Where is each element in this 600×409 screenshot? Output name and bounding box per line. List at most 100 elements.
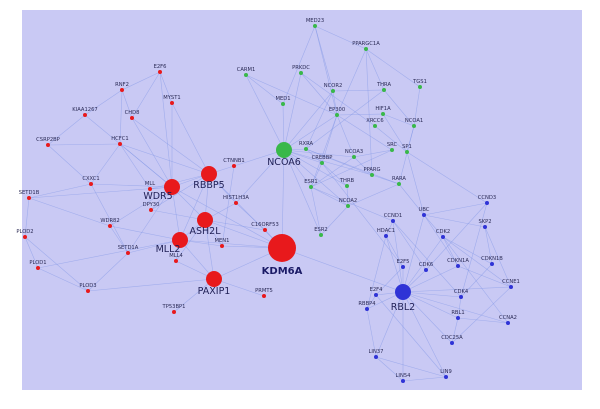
node-ncor2[interactable]: NCOR2 <box>324 83 343 93</box>
node-hdac1-circle[interactable] <box>384 234 388 238</box>
node-tgs1-circle[interactable] <box>418 85 422 89</box>
node-rara[interactable]: RARA <box>392 176 406 186</box>
node-e2f5[interactable]: E2F5 <box>397 259 410 269</box>
node-ncor2-circle[interactable] <box>331 89 335 93</box>
node-c16orf53[interactable]: C16ORF53 <box>251 222 279 232</box>
node-skp2-circle[interactable] <box>483 225 487 229</box>
node-plod3[interactable]: PLOD3 <box>79 283 97 293</box>
node-ccne1[interactable]: CCNE1 <box>502 279 520 289</box>
node-lin9-circle[interactable] <box>444 375 448 379</box>
node-ccnd1-circle[interactable] <box>391 219 395 223</box>
node-setd1a[interactable]: SETD1A <box>118 245 139 255</box>
node-setd1b-circle[interactable] <box>27 196 31 200</box>
node-kiaa1267[interactable]: KIAA1267 <box>72 107 98 117</box>
node-ncoa2-circle[interactable] <box>346 204 350 208</box>
node-esr2-circle[interactable] <box>319 233 323 237</box>
node-rbbp4[interactable]: RBBP4 <box>358 301 376 311</box>
node-rbl2[interactable]: RBL2 <box>391 284 415 313</box>
node-ctnnb1[interactable]: CTNNB1 <box>223 158 245 168</box>
node-ep300[interactable]: EP300 <box>329 107 345 117</box>
node-tgs1[interactable]: TGS1 <box>412 79 427 89</box>
node-ncoa3[interactable]: NCOA3 <box>345 149 363 159</box>
node-ncoa1-circle[interactable] <box>412 124 416 128</box>
node-ccnd3[interactable]: CCND3 <box>478 195 496 205</box>
node-rbbp5-circle[interactable] <box>201 166 217 182</box>
node-thra-circle[interactable] <box>382 88 386 92</box>
node-src-circle[interactable] <box>390 148 394 152</box>
node-plod3-circle[interactable] <box>86 289 90 293</box>
node-carm1[interactable]: CARM1 <box>237 67 256 77</box>
node-thrb-circle[interactable] <box>345 184 349 188</box>
node-kiaa1267-circle[interactable] <box>83 113 87 117</box>
node-lin54-circle[interactable] <box>401 379 405 383</box>
node-plod2[interactable]: PLOD2 <box>16 229 34 239</box>
node-cdk4[interactable]: CDK4 <box>454 289 469 299</box>
node-ash2l[interactable]: ASH2L <box>189 212 221 237</box>
node-cdkn1a[interactable]: CDKN1A <box>447 258 469 268</box>
node-prkdc[interactable]: PRKDC <box>292 65 310 75</box>
node-lin37-circle[interactable] <box>374 355 378 359</box>
node-mll-circle[interactable] <box>148 187 152 191</box>
node-med23[interactable]: MED23 <box>306 18 324 28</box>
node-ncoa6[interactable]: NCOA6 <box>267 142 301 168</box>
node-chd8-circle[interactable] <box>130 116 134 120</box>
node-rbl2-circle[interactable] <box>395 284 411 300</box>
node-crebbp-circle[interactable] <box>320 161 324 165</box>
node-cdk2[interactable]: CDK2 <box>436 229 450 239</box>
node-mll[interactable]: MLL <box>145 181 155 191</box>
node-xrcc6-circle[interactable] <box>373 124 377 128</box>
node-setd1a-circle[interactable] <box>126 251 130 255</box>
node-sp1[interactable]: SP1 <box>402 144 412 154</box>
node-prmt5-circle[interactable] <box>262 294 266 298</box>
node-e2f6[interactable]: E2F6 <box>154 64 167 74</box>
node-rbbp4-circle[interactable] <box>365 307 369 311</box>
node-prkdc-circle[interactable] <box>299 71 303 75</box>
node-ubc-circle[interactable] <box>422 213 426 217</box>
node-pparg[interactable]: PPARG <box>363 167 381 177</box>
node-rnf2[interactable]: RNF2 <box>115 82 129 92</box>
node-pparg-circle[interactable] <box>370 173 374 177</box>
node-mll4[interactable]: MLL4 <box>169 253 183 263</box>
node-hcfc1[interactable]: HCFC1 <box>111 136 129 146</box>
node-ncoa6-circle[interactable] <box>276 142 292 158</box>
node-hcfc1-circle[interactable] <box>118 142 122 146</box>
node-ppargc1a[interactable]: PPARGC1A <box>352 41 380 51</box>
node-ncoa1[interactable]: NCOA1 <box>405 118 423 128</box>
node-paxip1[interactable]: PAXIP1 <box>198 271 231 297</box>
node-xrcc6[interactable]: XRCC6 <box>366 118 384 128</box>
node-cdk6-circle[interactable] <box>424 268 428 272</box>
node-lin9[interactable]: LIN9 <box>440 369 452 379</box>
node-plod2-circle[interactable] <box>23 235 27 239</box>
node-ncoa2[interactable]: NCOA2 <box>339 198 357 208</box>
node-med1-circle[interactable] <box>281 102 285 106</box>
node-kdm6a-circle[interactable] <box>268 234 296 262</box>
node-ash2l-circle[interactable] <box>197 212 213 228</box>
node-dpy30[interactable]: DPY30 <box>143 202 160 212</box>
node-ccne1-circle[interactable] <box>509 285 513 289</box>
node-crebbp[interactable]: CREBBP <box>312 155 333 165</box>
node-myst1-circle[interactable] <box>170 101 174 105</box>
node-men1-circle[interactable] <box>220 244 224 248</box>
node-wdr82[interactable]: WDR82 <box>100 218 120 228</box>
node-rnf2-circle[interactable] <box>120 88 124 92</box>
node-ccnd3-circle[interactable] <box>485 201 489 205</box>
node-setd1b[interactable]: SETD1B <box>19 190 40 200</box>
node-hdac1[interactable]: HDAC1 <box>377 228 395 238</box>
node-c16orf53-circle[interactable] <box>263 228 267 232</box>
node-cdc25a[interactable]: CDC25A <box>441 335 463 345</box>
node-e2f6-circle[interactable] <box>158 70 162 74</box>
node-carm1-circle[interactable] <box>244 73 248 77</box>
node-lin37[interactable]: LIN37 <box>369 349 384 359</box>
node-cdkn1b-circle[interactable] <box>490 262 494 266</box>
node-chd8[interactable]: CHD8 <box>125 110 140 120</box>
node-rxra[interactable]: RXRA <box>299 141 314 151</box>
node-men1[interactable]: MEN1 <box>215 238 230 248</box>
node-thrb[interactable]: THRB <box>339 178 355 188</box>
node-cdk2-circle[interactable] <box>441 235 445 239</box>
node-cdkn1b[interactable]: CDKN1B <box>481 256 503 266</box>
node-skp2[interactable]: SKP2 <box>478 219 492 229</box>
node-hif1a[interactable]: HIF1A <box>375 106 391 116</box>
node-ccna2-circle[interactable] <box>506 321 510 325</box>
node-ubc[interactable]: UBC <box>419 207 430 217</box>
node-rara-circle[interactable] <box>397 182 401 186</box>
